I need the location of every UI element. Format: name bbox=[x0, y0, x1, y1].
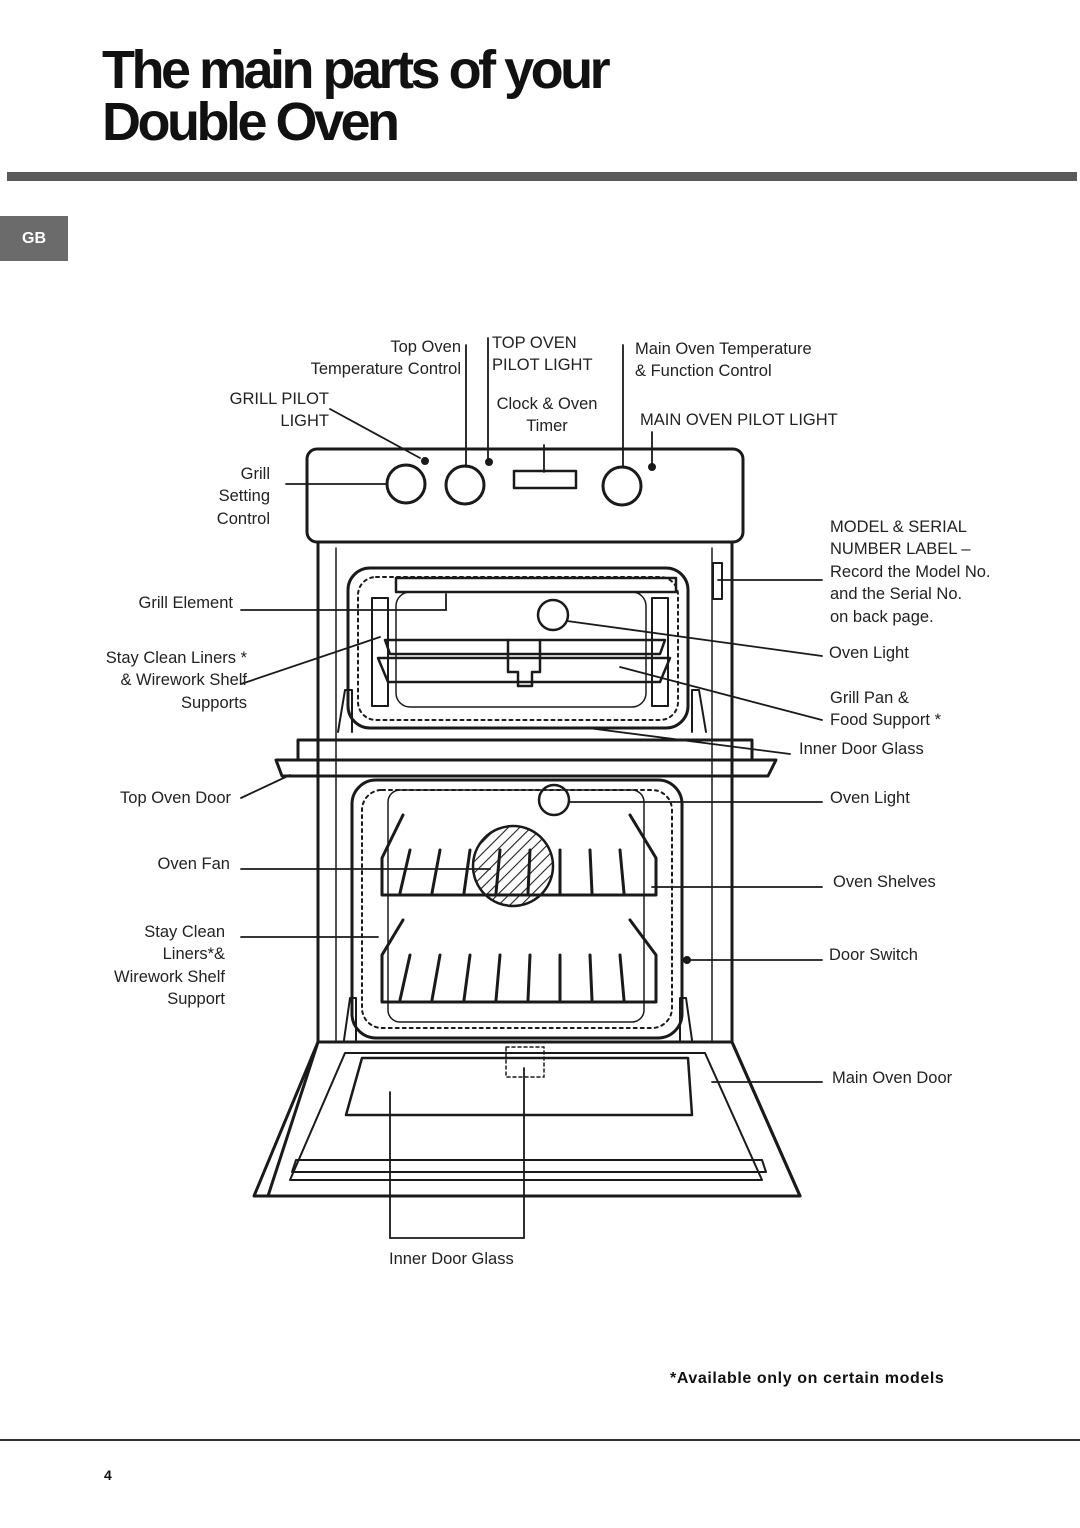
label-main-oven-pilot-light: MAIN OVEN PILOT LIGHT bbox=[640, 411, 838, 429]
leader-stay-clean-top bbox=[240, 636, 381, 685]
label-inner-door-glass-bottom: Inner Door Glass bbox=[389, 1250, 514, 1268]
leader-top-oven-door bbox=[240, 774, 291, 799]
grill-pan-handle bbox=[506, 638, 542, 688]
label-top-oven-temperature-control: Top Oven Temperature Control bbox=[310, 338, 461, 379]
label-model-serial-number: MODEL & SERIAL NUMBER LABEL – Record the… bbox=[830, 518, 991, 626]
door-seal-clip bbox=[505, 1046, 545, 1078]
inner-door-glass-panel bbox=[344, 1056, 694, 1117]
label-grill-element: Grill Element bbox=[138, 594, 233, 612]
main-oven-temperature-knob bbox=[601, 465, 643, 507]
grill-pan bbox=[376, 656, 672, 684]
main-door-hinge-left bbox=[343, 997, 357, 1041]
top-oven-door bbox=[296, 738, 754, 762]
label-stay-clean-liners-main: Stay Clean Liners*& Wirework Shelf Suppo… bbox=[114, 923, 225, 1009]
label-oven-fan: Oven Fan bbox=[157, 855, 230, 873]
label-top-oven-pilot-light: TOP OVEN PILOT LIGHT bbox=[492, 334, 593, 375]
label-grill-setting-control: Grill Setting Control bbox=[216, 465, 270, 528]
main-oven-light bbox=[537, 783, 571, 817]
grill-setting-knob bbox=[385, 463, 427, 505]
label-top-oven-door: Top Oven Door bbox=[120, 789, 231, 807]
header-divider bbox=[7, 172, 1077, 181]
oven-shelf-lower bbox=[380, 918, 658, 1004]
oven-shelf-lower-bars bbox=[398, 953, 626, 1002]
top-oven-door-panel bbox=[274, 758, 778, 778]
control-panel bbox=[305, 447, 745, 544]
top-door-hinge-right bbox=[691, 689, 707, 733]
top-oven-liner bbox=[357, 576, 679, 721]
leader-oven-light-top bbox=[566, 620, 823, 657]
main-oven-door bbox=[252, 1040, 802, 1198]
leader-grill-pilot bbox=[329, 408, 421, 459]
grill-element bbox=[394, 576, 678, 594]
main-door-hinge-right bbox=[679, 997, 693, 1041]
label-oven-light-top: Oven Light bbox=[829, 644, 909, 662]
shelf-support-left bbox=[371, 597, 389, 707]
oven-shelf-upper bbox=[380, 813, 658, 897]
food-support-rack bbox=[383, 638, 667, 656]
page-title: The main parts of your Double Oven bbox=[102, 40, 611, 152]
page-number: 4 bbox=[104, 1467, 112, 1483]
main-oven-door-inner bbox=[289, 1052, 763, 1181]
clock-timer-display bbox=[512, 469, 578, 490]
label-stay-clean-liners-top: Stay Clean Liners * & Wirework Shelf Sup… bbox=[105, 649, 247, 712]
main-oven-back bbox=[387, 789, 645, 1023]
label-door-switch: Door Switch bbox=[829, 946, 918, 964]
main-oven-cavity bbox=[350, 778, 684, 1040]
label-oven-shelves: Oven Shelves bbox=[833, 873, 936, 891]
page-title-line-2: Double Oven bbox=[102, 92, 400, 152]
label-grill-pilot-light: GRILL PILOT LIGHT bbox=[229, 390, 329, 431]
label-main-oven-door: Main Oven Door bbox=[832, 1069, 953, 1087]
page-title-line-1: The main parts of your bbox=[102, 40, 611, 100]
leader-inner-door-glass-top bbox=[587, 727, 791, 755]
cabinet-inner-edges bbox=[335, 547, 713, 1041]
shelf-support-right bbox=[651, 597, 669, 707]
footer-divider bbox=[0, 1439, 1080, 1441]
oven-shelf-upper-bars bbox=[398, 848, 626, 895]
top-oven-light bbox=[536, 598, 570, 632]
leader-grill-pan bbox=[619, 666, 823, 721]
label-inner-door-glass-top: Inner Door Glass bbox=[799, 740, 924, 758]
availability-footnote: *Available only on certain models bbox=[670, 1370, 945, 1387]
oven-fan bbox=[471, 824, 555, 908]
leader-inner-door-glass-bottom bbox=[389, 1067, 525, 1239]
label-oven-light-main: Oven Light bbox=[830, 789, 910, 807]
label-main-oven-temperature-function-control: Main Oven Temperature & Function Control bbox=[635, 340, 812, 381]
leader-grill-element bbox=[240, 593, 447, 611]
top-door-hinge-left bbox=[337, 689, 353, 733]
model-serial-label-plate bbox=[712, 562, 723, 600]
grill-pilot-light bbox=[421, 457, 429, 465]
top-oven-pilot-light bbox=[485, 458, 493, 466]
label-grill-pan-food-support: Grill Pan & Food Support * bbox=[830, 689, 941, 730]
door-handle-strip bbox=[291, 1159, 767, 1173]
language-tab: GB bbox=[0, 216, 68, 261]
label-clock-oven-timer: Clock & Oven Timer bbox=[496, 395, 598, 436]
top-oven-temperature-knob bbox=[444, 464, 486, 506]
